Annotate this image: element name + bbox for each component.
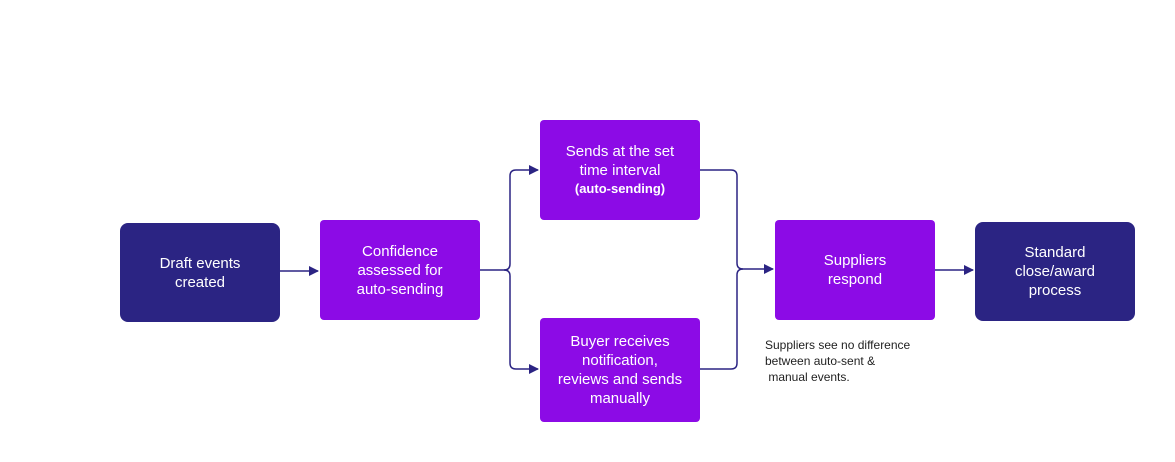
suppliers-note: Suppliers see no difference between auto… [765, 338, 911, 384]
node-standard-close-label: Standard close/award process [1014, 244, 1096, 299]
edge-sends-to-suppliers [700, 169, 774, 274]
node-sends-at-interval-emphasis: (auto-sending) [574, 181, 666, 196]
node-draft-events: Draft events created [120, 223, 280, 322]
node-sends-at-interval: Sends at the set time interval (auto-sen… [540, 120, 700, 220]
node-suppliers-respond: Suppliers respond [775, 220, 935, 320]
edge-confidence-to-sends [480, 165, 539, 271]
edge-confidence-to-buyer [503, 269, 539, 374]
node-confidence-assessed-label: Confidence assessed for auto-sending [356, 242, 444, 298]
node-suppliers-respond-label: Suppliers respond [823, 252, 887, 288]
node-standard-close: Standard close/award process [975, 222, 1135, 321]
edge-buyer-to-suppliers [700, 268, 744, 370]
node-buyer-receives-label: Buyer receives notification, reviews and… [557, 333, 683, 407]
node-sends-at-interval-label: Sends at the set time interval [565, 143, 675, 179]
node-confidence-assessed: Confidence assessed for auto-sending [320, 220, 480, 320]
node-draft-events-label: Draft events created [159, 254, 241, 291]
node-buyer-receives: Buyer receives notification, reviews and… [540, 318, 700, 422]
